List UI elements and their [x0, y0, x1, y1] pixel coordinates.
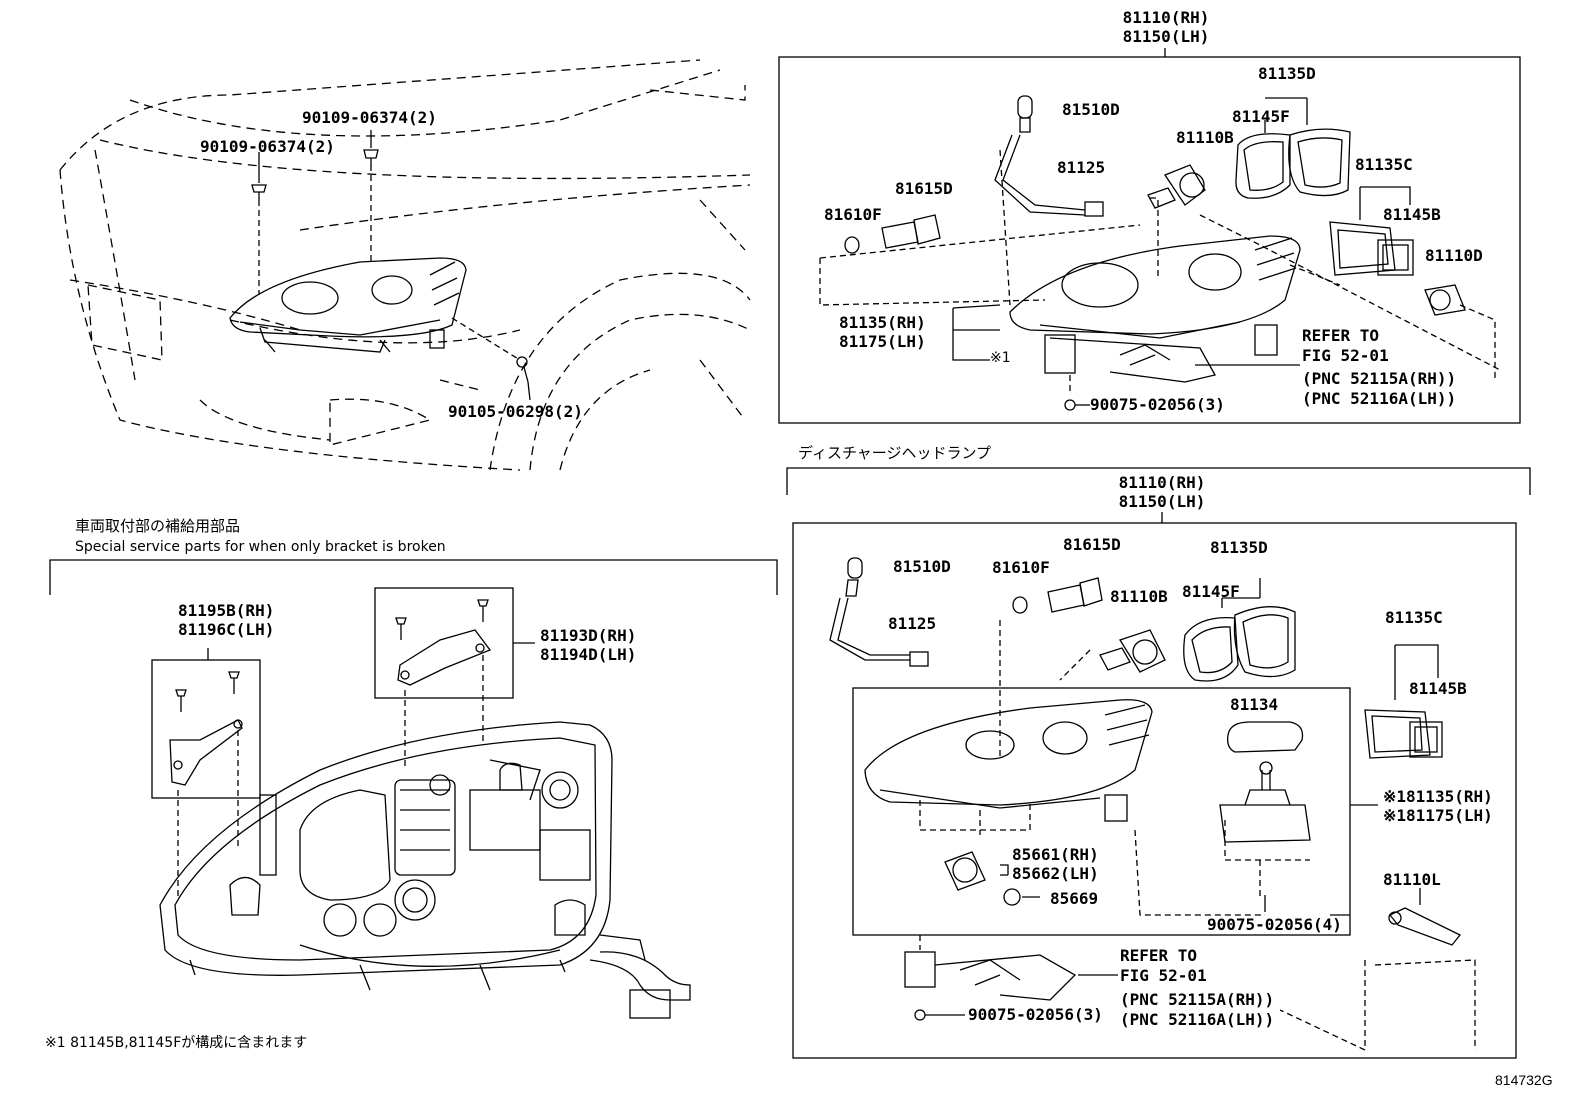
screw-label-4: 90075-02056(4) — [1207, 915, 1342, 934]
label-81134: 81134 — [1230, 695, 1279, 714]
discharge-title: ディスチャージヘッドランプ — [798, 444, 992, 462]
label-81175LH-2: ※181175(LH) — [1383, 806, 1493, 825]
discharge-set-box — [792, 522, 1517, 1059]
refer-fig-2: FIG 52-01 — [1120, 966, 1207, 985]
refer-pnc-lh-2: (PNC 52116A(LH)) — [1120, 1010, 1275, 1029]
label-81196C: 81196C(LH) — [178, 620, 275, 639]
bolt-icons-top — [251, 149, 529, 383]
ballast-81135C-2 — [1364, 709, 1443, 759]
bolt-leader-lines — [258, 165, 521, 361]
label-81110L: 81110L — [1383, 870, 1441, 889]
bolt-label-b: 90109-06374(2) — [200, 137, 335, 156]
box1-header-rh: 81110(RH) — [1122, 8, 1210, 27]
discharge-header-rh: 81110(RH) — [1118, 473, 1206, 492]
discharge-bracket — [786, 467, 1531, 495]
refer-to-1: REFER TO — [1302, 326, 1380, 345]
bracket-section-line — [49, 559, 778, 595]
ballast-81135C — [1329, 221, 1414, 276]
bracket-81193D — [395, 599, 492, 686]
headlamp-installed — [229, 257, 467, 353]
label-81610F-2: 81610F — [992, 558, 1050, 577]
cover-81145F — [1235, 133, 1291, 199]
socket-81615D-2 — [1012, 577, 1103, 614]
bulb-85661 — [944, 851, 1021, 906]
socket-81615D — [844, 214, 941, 254]
label-81125-2: 81125 — [888, 614, 937, 633]
note-mark: ※1 — [990, 350, 1011, 366]
screw-label-3: 90075-02056(3) — [968, 1005, 1103, 1024]
label-81110B: 81110B — [1176, 128, 1234, 147]
discharge-header-lh: 81150(LH) — [1118, 492, 1206, 511]
screw-label-box1: 90075-02056(3) — [1090, 395, 1225, 414]
bulb-81110D — [1424, 284, 1466, 316]
label-81615D: 81615D — [895, 179, 953, 198]
label-81135RH: 81135(RH) — [839, 313, 926, 332]
refer-to-2: REFER TO — [1120, 946, 1198, 965]
bracket-title-en: Special service parts for when only brac… — [75, 539, 446, 555]
label-81135D-2: 81135D — [1210, 538, 1268, 557]
bracket-left-box — [151, 659, 261, 799]
refer-pnc-lh-1: (PNC 52116A(LH)) — [1302, 389, 1457, 408]
label-81145B: 81145B — [1383, 205, 1441, 224]
bulb-81510D — [994, 95, 1104, 217]
refer-pnc-rh-2: (PNC 52115A(RH)) — [1120, 990, 1275, 1009]
figure-id: 814732G — [1495, 1072, 1553, 1088]
bracket-right-box — [374, 587, 514, 699]
discharge-inner-box — [852, 687, 1351, 936]
label-81145F-2: 81145F — [1182, 582, 1240, 601]
label-81125: 81125 — [1057, 158, 1106, 177]
headlamp-rear-view — [159, 721, 691, 1019]
bracket-title-jp: 車両取付部の補給用部品 — [75, 517, 241, 535]
car-front-outline — [59, 59, 751, 471]
label-81135C: 81135C — [1355, 155, 1413, 174]
label-81110D: 81110D — [1425, 246, 1483, 265]
label-81193D: 81193D(RH) — [540, 626, 637, 645]
label-81510D-2: 81510D — [893, 557, 951, 576]
bulb-81110B — [1147, 164, 1206, 209]
label-81175LH: 81175(LH) — [839, 332, 926, 351]
label-81615D-2: 81615D — [1063, 535, 1121, 554]
bracket-leader-dashes — [177, 655, 484, 900]
cover-81145F-2 — [1183, 616, 1239, 682]
label-81195B: 81195B(RH) — [178, 601, 275, 620]
label-81145F: 81145F — [1232, 107, 1290, 126]
cover-81135D — [1288, 128, 1351, 197]
bulb-81510D-2 — [829, 557, 929, 667]
headlamp-set-box — [778, 56, 1521, 424]
screw-label: 90105-06298(2) — [448, 402, 583, 421]
label-81510D: 81510D — [1062, 100, 1120, 119]
label-81135D: 81135D — [1258, 64, 1316, 83]
label-81110B-2: 81110B — [1110, 587, 1168, 606]
bracket-81195B — [169, 671, 243, 786]
label-85669: 85669 — [1050, 889, 1099, 908]
label-81145B-2: 81145B — [1409, 679, 1467, 698]
headlamp-unit-1 — [1009, 235, 1301, 383]
label-81194D: 81194D(LH) — [540, 645, 637, 664]
label-85662: 85662(LH) — [1012, 864, 1099, 883]
bolt-label-a: 90109-06374(2) — [302, 108, 437, 127]
gasket-81134 — [1227, 721, 1304, 753]
label-81135RH-2: ※181135(RH) — [1383, 787, 1493, 806]
refer-pnc-rh-1: (PNC 52115A(RH)) — [1302, 369, 1457, 388]
bracket-bottom — [904, 951, 1077, 1001]
box1-header-lh: 81150(LH) — [1122, 27, 1210, 46]
box1-leader-dashes — [819, 149, 1501, 395]
headlamp-unit-2 — [864, 699, 1153, 822]
bulb-81110B-2 — [1099, 629, 1166, 673]
cover-81135D-2 — [1233, 606, 1296, 678]
label-81610F: 81610F — [824, 205, 882, 224]
footnote: ※1 81145B,81145Fが構成に含まれます — [45, 1035, 308, 1051]
bulb-81110L — [1388, 907, 1462, 946]
box2-leader-dashes — [919, 620, 1476, 1052]
ballast-81134 — [1219, 761, 1311, 843]
label-81135C-2: 81135C — [1385, 608, 1443, 627]
refer-fig-1: FIG 52-01 — [1302, 346, 1389, 365]
label-85661: 85661(RH) — [1012, 845, 1099, 864]
